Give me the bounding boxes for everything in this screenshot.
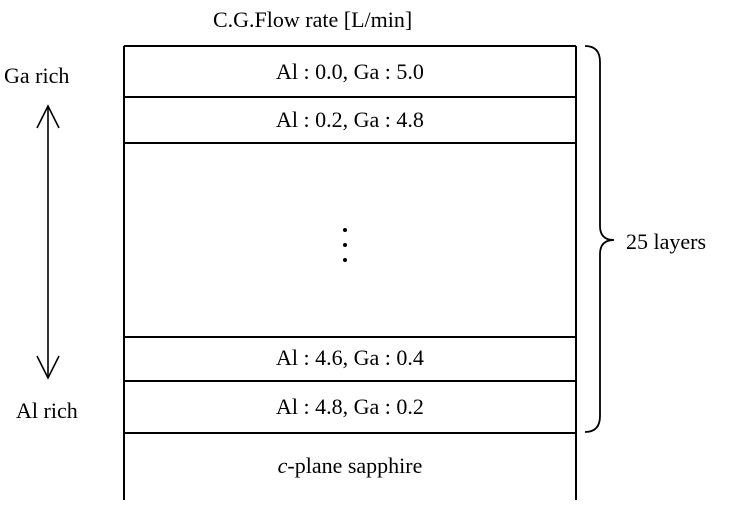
- layer-label-25: Al : 4.8, Ga : 0.2: [276, 394, 424, 419]
- ga-rich-label: Ga rich: [4, 63, 70, 88]
- al-rich-label: Al rich: [16, 398, 78, 423]
- substrate-rest: -plane sapphire: [287, 453, 423, 478]
- layers-brace: [584, 45, 615, 433]
- layer-count-label: 25 layers: [626, 229, 707, 254]
- arrow-head-down: [36, 355, 60, 380]
- layer-label-2: Al : 0.2, Ga : 4.8: [276, 107, 424, 132]
- ellipsis-icon: [340, 226, 350, 266]
- layer-label-1: Al : 0.0, Ga : 5.0: [276, 59, 424, 84]
- flow-rate-title: C.G.Flow rate [L/min]: [213, 7, 413, 32]
- substrate-italic-c: c: [277, 453, 288, 478]
- layer-label-24: Al : 4.6, Ga : 0.4: [276, 345, 424, 370]
- ellipsis-glyph: ⋮: [338, 226, 339, 227]
- arrow-head-up: [36, 104, 60, 129]
- substrate-label: c-plane sapphire: [124, 452, 576, 480]
